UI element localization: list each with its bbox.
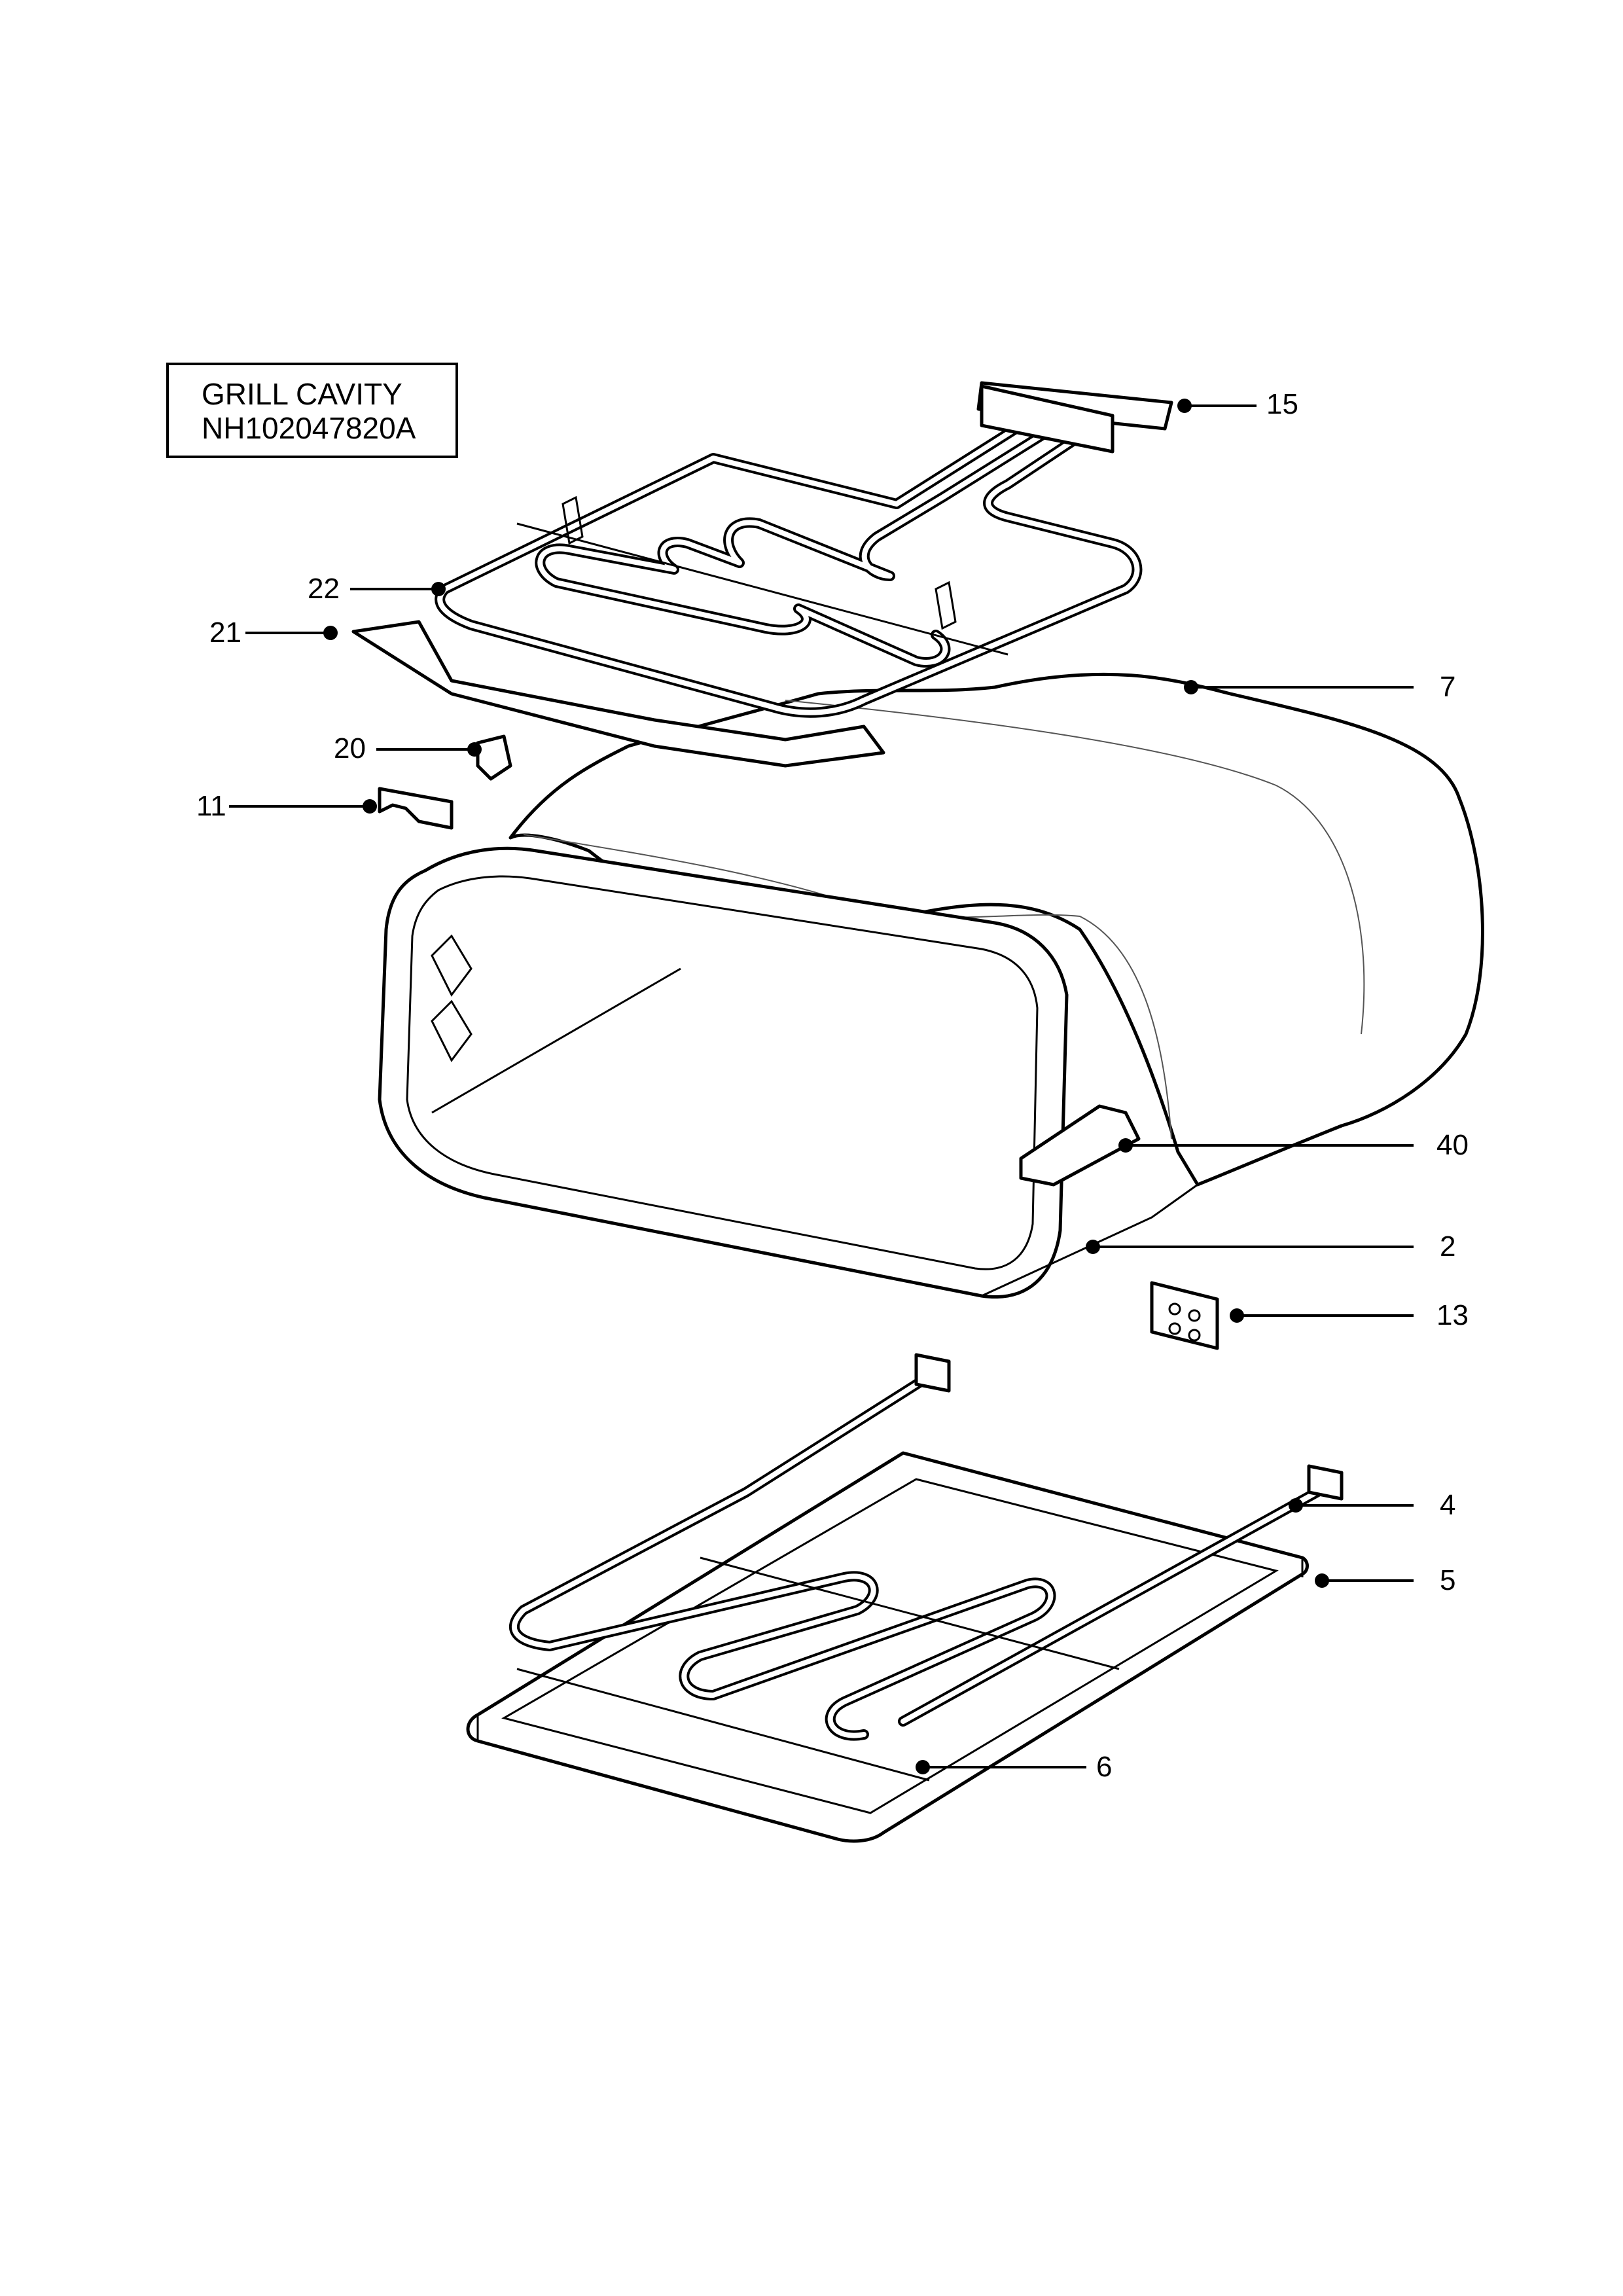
- drip-tray-inner: [501, 1478, 1279, 1814]
- diagram-title-box: GRILL CAVITY NH102047820A: [166, 363, 458, 458]
- mounting-plate-holes: [1168, 1302, 1201, 1342]
- cavity-shell: [378, 846, 1069, 1299]
- insulation-blanket: [508, 672, 1484, 1187]
- element-bracket-rail: [351, 620, 885, 768]
- callout-21: 21: [209, 617, 241, 649]
- side-bracket: [1019, 1104, 1141, 1187]
- small-bracket: [378, 787, 454, 830]
- cavity-bottom-side: [981, 1183, 1198, 1297]
- grill-element: [435, 420, 1143, 718]
- cavity-inner-rim: [406, 875, 1039, 1270]
- cavity-rear-edge: [431, 967, 681, 1114]
- callout-20: 20: [334, 732, 366, 764]
- drip-tray: [466, 1451, 1309, 1843]
- callout-11: 11: [196, 790, 226, 822]
- clip-part: [476, 734, 512, 781]
- callout-7: 7: [1440, 671, 1456, 703]
- callout-6: 6: [1096, 1751, 1113, 1783]
- callout-13: 13: [1436, 1299, 1469, 1331]
- leader-lines: [229, 399, 1414, 1774]
- callout-4: 4: [1440, 1489, 1456, 1521]
- cavity-vent-slots: [431, 934, 473, 1062]
- callout-5: 5: [1440, 1564, 1456, 1596]
- callout-15: 15: [1266, 388, 1298, 420]
- callout-2: 2: [1440, 1230, 1456, 1263]
- mounting-plate: [1150, 1281, 1219, 1350]
- bottom-element: [509, 1353, 1344, 1782]
- terminal-plate-back: [980, 384, 1115, 454]
- drip-tray-rim: [476, 1558, 1304, 1741]
- insulation-fold-line: [785, 700, 1365, 1035]
- callout-22: 22: [308, 573, 340, 605]
- diagram-part-number: NH102047820A: [202, 411, 416, 445]
- diagram-title: GRILL CAVITY: [202, 377, 402, 411]
- callout-40: 40: [1436, 1129, 1469, 1161]
